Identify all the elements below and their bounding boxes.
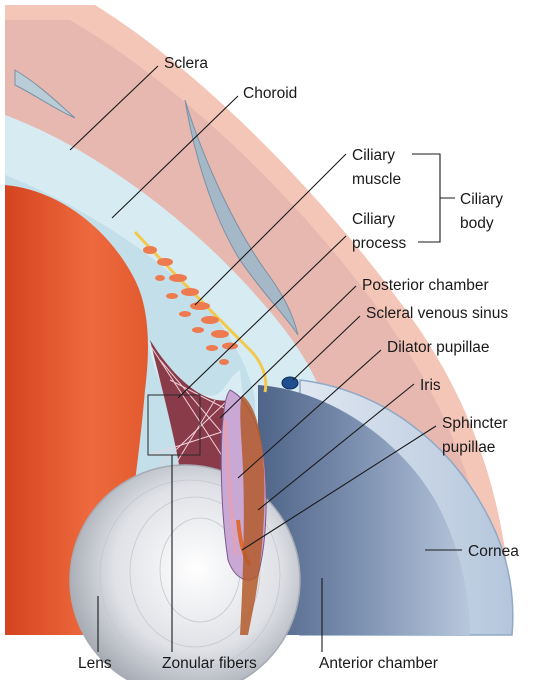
ciliary-process-label-line2: process [352, 235, 407, 252]
posterior-chamber-label: Posterior chamber [362, 277, 489, 294]
zonular-box [147, 394, 201, 456]
ciliary-muscle-label-line2: muscle [352, 171, 401, 188]
ciliary-body-label-line1: Ciliary [460, 191, 503, 208]
ciliary-process-blobs [143, 246, 238, 365]
scleral-venous-sinus-leader [292, 315, 361, 381]
zonular-fibers-label: Zonular fibers [162, 655, 257, 672]
choroid-leader [111, 95, 239, 219]
ciliary-body-bracket [412, 153, 455, 243]
ciliary-muscle-label-line1: Ciliary [352, 147, 395, 164]
scleral-venous-sinus-shape [281, 376, 299, 390]
sphincter-pupillae-label-line1: Sphincter [442, 415, 507, 432]
conjunctiva-flap [184, 99, 299, 336]
iris-label: Iris [420, 377, 441, 394]
ciliary-process-label-line1: Ciliary [352, 211, 395, 228]
ciliary-process-leader [177, 235, 347, 399]
extraocular-tendon [14, 69, 76, 119]
dilator-pupillae-leader [237, 349, 382, 479]
scleral-venous-sinus-label: Scleral venous sinus [366, 305, 508, 322]
dilator-pupillae-label: Dilator pupillae [387, 339, 490, 356]
sphincter-pupillae-label-line2: pupillae [442, 439, 495, 456]
ciliary-muscle-leader [194, 153, 347, 306]
anterior-chamber-label: Anterior chamber [319, 655, 438, 672]
iris-pigment-layer [240, 395, 265, 635]
sphincter-pupillae-leader [241, 425, 437, 551]
ciliary-body-label-line2: body [460, 215, 494, 232]
lens-label: Lens [78, 655, 112, 672]
posterior-chamber-leader [219, 285, 357, 419]
iris-dilator-strip [223, 419, 238, 556]
sclera-leader [69, 65, 159, 151]
cornea-label: Cornea [468, 543, 519, 560]
anterior-chamber-shape [258, 385, 470, 635]
iris-leader [257, 383, 415, 511]
choroid-label: Choroid [243, 85, 297, 102]
sclera-label: Sclera [164, 55, 208, 72]
